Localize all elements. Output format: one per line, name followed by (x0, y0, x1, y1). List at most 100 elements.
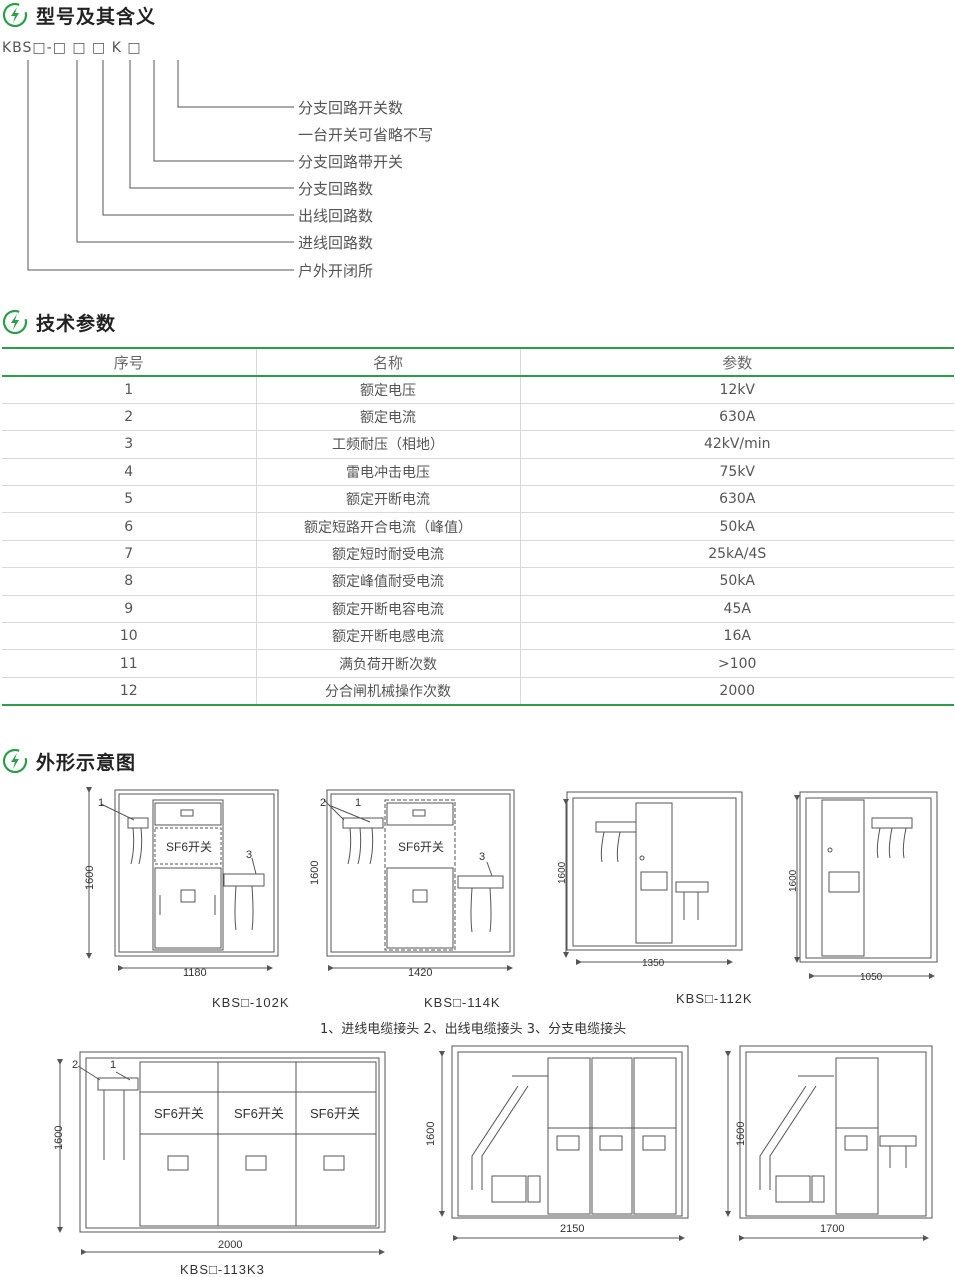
sf6-switch-label: SF6开关 (234, 1106, 284, 1121)
cell-value: 50kA (519, 512, 954, 541)
marker-label: 3 (246, 849, 252, 861)
width-dimension: 1050 (860, 972, 883, 983)
legend-item: 分支回路开关数 (298, 99, 404, 117)
cell-index: 4 (2, 458, 256, 487)
cell-name: 额定短路开合电流（峰值） (255, 512, 520, 541)
column-header: 参数 (519, 347, 954, 377)
cell-index: 5 (2, 485, 256, 514)
height-dimension: 1600 (735, 1122, 747, 1146)
cell-value: 50kA (519, 567, 954, 596)
section-title: 型号及其含义 (36, 5, 157, 28)
cell-index: 2 (2, 403, 256, 432)
cell-value: 12kV (519, 376, 954, 404)
width-dimension: 2000 (218, 1239, 242, 1251)
section-title: 技术参数 (36, 312, 117, 335)
drawing-caption: KBS□-114K (424, 995, 501, 1010)
lightning-leaf-icon (2, 309, 28, 335)
cell-index: 3 (2, 430, 256, 459)
legend-item: 分支回路带开关 (298, 153, 404, 171)
cell-value: 75kV (519, 458, 954, 487)
cabinet-2150-drawing (439, 1045, 689, 1241)
cell-index: 11 (2, 649, 256, 678)
cell-name: 额定电压 (255, 376, 520, 404)
cell-value: 630A (519, 485, 954, 514)
height-dimension: 1600 (309, 861, 321, 885)
cell-value: 2000 (519, 677, 954, 706)
cell-value: 16A (519, 622, 954, 651)
cabinet-113k3-drawing (57, 1051, 386, 1255)
cell-index: 12 (2, 677, 256, 706)
sf6-switch-label: SF6开关 (398, 840, 444, 854)
cell-value: >100 (519, 649, 954, 678)
cell-index: 7 (2, 540, 256, 569)
cabinet-102k-drawing (86, 787, 279, 971)
cell-name: 额定开断电容电流 (255, 595, 520, 624)
cell-value: 42kV/min (519, 430, 954, 459)
cell-index: 10 (2, 622, 256, 651)
cell-index: 6 (2, 512, 256, 541)
marker-label: 2 (320, 797, 326, 809)
cell-name: 额定峰值耐受电流 (255, 567, 520, 596)
height-dimension: 1600 (788, 869, 799, 892)
table-header-row: 序号 名称 参数 (2, 347, 954, 377)
sf6-switch-label: SF6开关 (310, 1106, 360, 1121)
cell-value: 45A (519, 595, 954, 624)
cell-index: 9 (2, 595, 256, 624)
height-dimension: 1600 (557, 861, 568, 884)
marker-label: 1 (355, 797, 361, 809)
marker-label: 1 (98, 797, 104, 809)
cell-index: 8 (2, 567, 256, 596)
marker-label: 3 (479, 851, 485, 863)
legend-item: 一台开关可省略不写 (298, 126, 434, 144)
legend-item: 进线回路数 (298, 234, 374, 252)
column-header: 序号 (2, 347, 256, 377)
drawing-caption: KBS□-113K3 (180, 1262, 265, 1277)
cell-value: 25kA/4S (519, 540, 954, 569)
section-heading-outline: 外形示意图 (2, 746, 136, 776)
cell-name: 额定开断电流 (255, 485, 520, 514)
cell-name: 额定电流 (255, 403, 520, 432)
cabinet-112k-drawing (563, 791, 743, 965)
section-title: 外形示意图 (36, 751, 137, 774)
model-legend-lines (27, 60, 294, 271)
cell-index: 1 (2, 376, 256, 404)
width-dimension: 2150 (560, 1223, 584, 1235)
marker-label: 2 (72, 1059, 78, 1071)
section-heading-model: 型号及其含义 (2, 0, 156, 30)
section-heading-tech: 技术参数 (2, 307, 116, 337)
width-dimension: 1350 (642, 958, 665, 969)
lightning-leaf-icon (2, 2, 28, 28)
height-dimension: 1600 (425, 1122, 437, 1146)
column-header: 名称 (255, 347, 520, 377)
cell-name: 工频耐压（相地） (255, 430, 520, 459)
sf6-switch-label: SF6开关 (154, 1106, 204, 1121)
model-code: KBS□-□ □ □ K □ (2, 40, 142, 56)
width-dimension: 1700 (820, 1223, 844, 1235)
height-dimension: 1600 (53, 1126, 65, 1150)
cell-name: 额定短时耐受电流 (255, 540, 520, 569)
width-dimension: 1180 (183, 967, 207, 979)
lightning-leaf-icon (2, 748, 28, 774)
outline-drawings: 1 3 SF6开关 1600 1180 2 1 3 SF6开关 1600 14 (53, 787, 938, 1255)
width-dimension: 1420 (408, 967, 432, 979)
cell-name: 雷电冲击电压 (255, 458, 520, 487)
drawing-caption: KBS□-112K (676, 991, 753, 1006)
cabinet-114k-drawing (323, 789, 515, 971)
cell-name: 满负荷开断次数 (255, 649, 520, 678)
cell-value: 630A (519, 403, 954, 432)
legend-item: 出线回路数 (298, 207, 374, 225)
height-dimension: 1600 (84, 866, 96, 890)
cabinet-1050-drawing (794, 791, 938, 979)
